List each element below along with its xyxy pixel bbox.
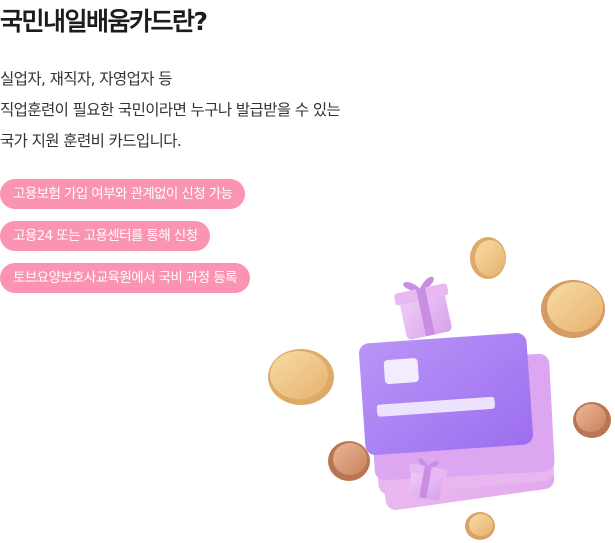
coin-icon [541, 280, 605, 338]
card-front [358, 332, 534, 456]
description-line: 국가 지원 훈련비 카드입니다. [0, 132, 182, 150]
coin-icon [328, 441, 370, 481]
description: 실업자, 재직자, 자영업자 등 직업훈련이 필요한 국민이라면 누구나 발급받… [0, 64, 341, 157]
tag-badge: 고용24 또는 고용센터를 통해 신청 [0, 221, 211, 251]
page-title: 국민내일배움카드란? [0, 7, 208, 36]
gift-box-icon [394, 276, 452, 340]
tag-badge: 토브요양보호사교육원에서 국비 과정 등록 [0, 263, 250, 293]
gift-box-icon [408, 458, 448, 501]
card-stripe [376, 396, 495, 417]
coin-icon [573, 402, 611, 438]
card-illustration [268, 237, 611, 540]
description-line: 직업훈련이 필요한 국민이라면 누구나 발급받을 수 있는 [0, 101, 341, 119]
tag-list: 고용보험 가입 여부와 관계없이 신청 가능 고용24 또는 고용센터를 통해 … [0, 179, 250, 305]
description-line: 실업자, 재직자, 자영업자 등 [0, 70, 173, 88]
coin-icon [268, 349, 334, 405]
tag-badge: 고용보험 가입 여부와 관계없이 신청 가능 [0, 179, 246, 209]
coin-icon [470, 237, 506, 279]
coin-icon [465, 512, 495, 540]
card-chip [383, 358, 419, 384]
